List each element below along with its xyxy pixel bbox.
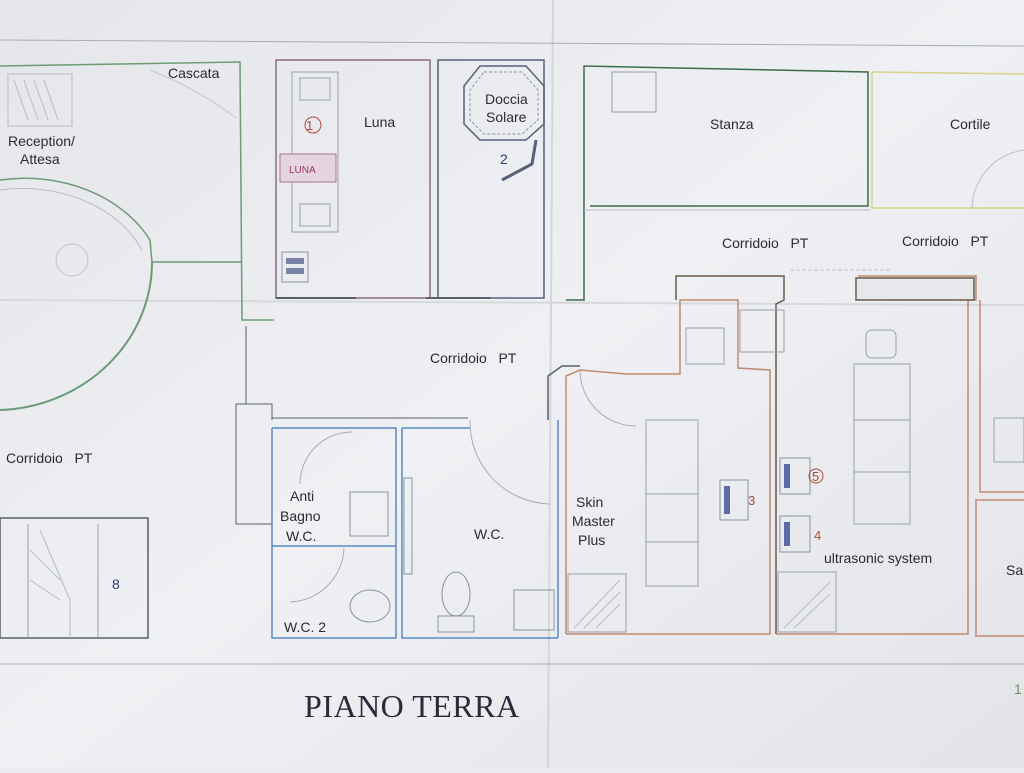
label-skin-3: Plus [578,532,605,548]
label-anti-bagno-1: Anti [290,488,314,504]
label-stanza: Stanza [710,116,754,132]
label-sa-partial: Sa [1006,562,1023,578]
label-corridoio-left: Corridoio PT [6,450,93,466]
reception-room [0,61,274,411]
right-edge-rooms [975,300,1024,637]
ultrasonic-room [675,275,977,635]
paper-fold-horizontal [0,299,1024,306]
frame-top [0,39,1024,47]
label-wc2: W.C. 2 [284,619,326,635]
label-skin-1: Skin [576,494,603,510]
stairs-room-8 [0,517,149,639]
label-wc: W.C. [474,526,504,542]
label-skin-2: Master [572,513,615,529]
number-2: 2 [500,151,508,167]
label-doccia-1: Doccia [485,91,528,107]
label-reception-1: Reception/ [8,133,75,149]
label-ultrasonic: ultrasonic system [824,550,932,566]
bathroom-block [271,417,559,639]
label-luna-bed: LUNA [289,165,316,176]
paper-fold-vertical [547,0,554,769]
page-marker: 1 [1014,681,1022,697]
label-cortile: Cortile [950,116,991,132]
number-4: 4 [814,528,821,543]
doccia-room [437,59,545,299]
label-corridoio-top-2: Corridoio PT [902,233,989,249]
label-cascata: Cascata [168,65,220,81]
number-8: 8 [112,576,120,592]
number-1-circle [304,116,322,134]
label-luna: Luna [364,114,395,130]
label-corridoio-top-1: Corridoio PT [722,235,809,251]
number-5-circle [808,468,824,484]
cortile-area [871,71,1024,209]
skin-master-room [565,299,771,635]
number-1: 1 [306,118,313,133]
stanza-room [566,65,869,301]
label-reception-2: Attesa [20,151,60,167]
number-5: 5 [812,469,819,484]
label-anti-bagno-2: Bagno [280,508,321,524]
number-3: 3 [748,493,755,508]
label-corridoio-mid: Corridoio PT [430,350,517,366]
label-anti-bagno-3: W.C. [286,528,316,544]
label-doccia-2: Solare [486,109,527,125]
plan-title: PIANO TERRA [304,688,520,724]
luna-room [275,59,431,299]
